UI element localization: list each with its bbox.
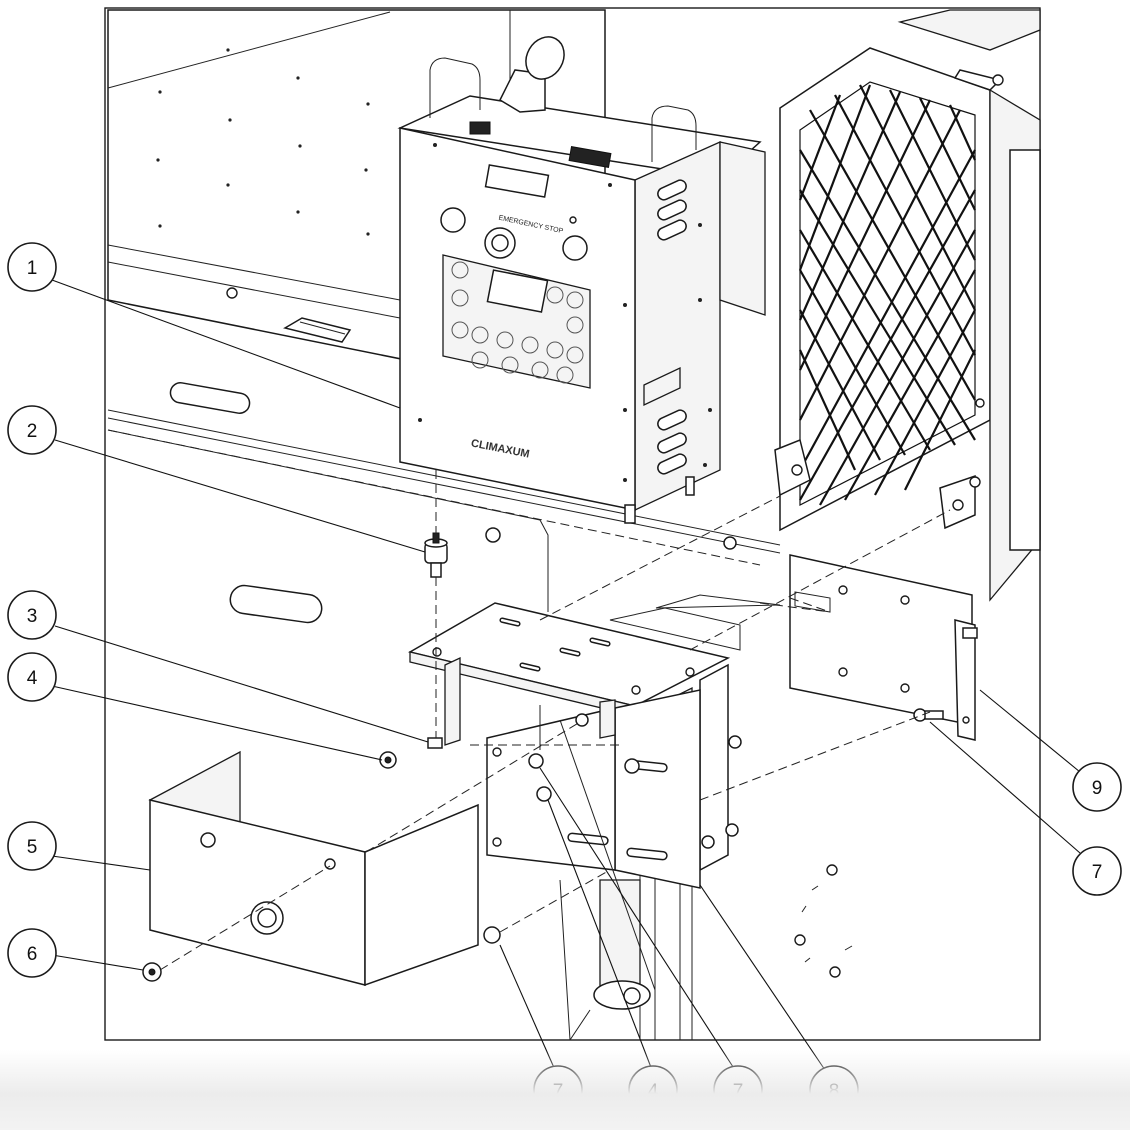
callout-3: 3 (7, 590, 57, 640)
callout-1: 1 (7, 242, 57, 292)
mesh-guard (774, 9, 1041, 602)
fasteners (142, 527, 944, 982)
callout-label: 5 (27, 837, 38, 858)
callout-label: 7 (1092, 862, 1103, 883)
bottom-fade-overlay (0, 1050, 1130, 1130)
bolt-pattern (794, 864, 853, 978)
callout-label: 6 (27, 944, 38, 965)
callout-label: 9 (1092, 778, 1103, 799)
cover-box-5 (148, 750, 479, 987)
callout-2: 2 (7, 405, 57, 455)
callout-label: 2 (27, 421, 38, 442)
controller-box: EMERGENCY STOP CLIMAXUM (397, 36, 766, 524)
callout-9: 9 (1072, 762, 1122, 812)
assembly-lines (159, 470, 951, 971)
leader-lines (51, 279, 1081, 1071)
callout-4: 4 (7, 652, 57, 702)
bracket-plate-9 (789, 554, 978, 741)
mounting-bracket-8 (407, 594, 781, 991)
callout-5: 5 (7, 821, 57, 871)
callout-label: 4 (27, 668, 38, 689)
callout-6: 6 (7, 928, 57, 978)
callout-label: 1 (27, 258, 38, 279)
callout-7-right: 7 (1072, 846, 1122, 896)
callout-label: 3 (27, 606, 38, 627)
